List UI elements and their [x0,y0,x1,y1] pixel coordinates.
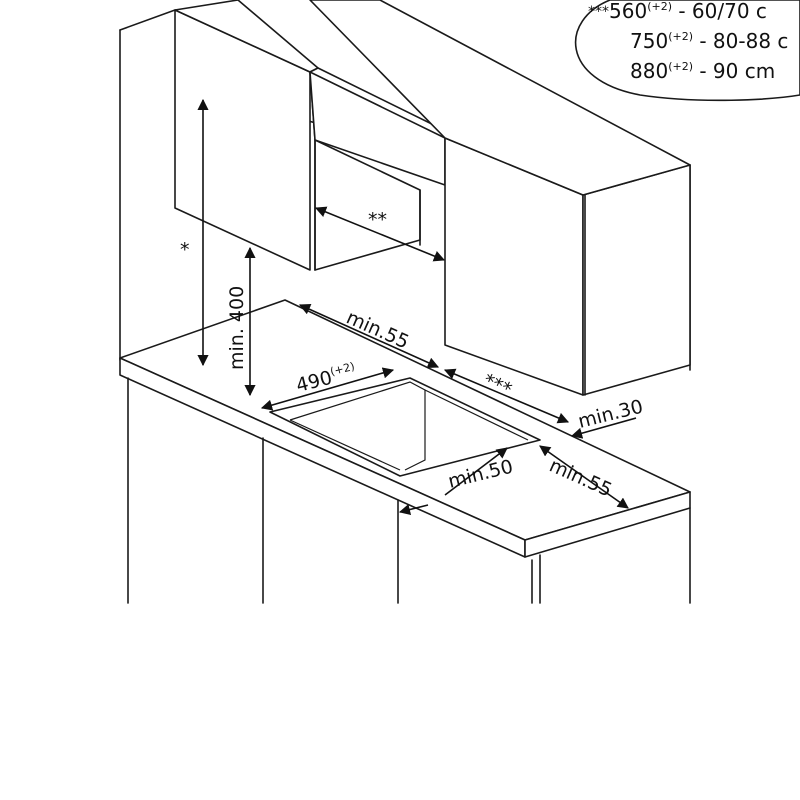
legend-marker: *** [588,4,609,20]
double-star-label: ** [368,209,387,231]
dim-star-label: * [180,239,190,261]
left-wall-cabinet [174,0,319,271]
dim-min-30: min.30 [570,396,645,439]
legend-line-2: 750(+2) - 80-88 c [630,29,788,53]
legend-line-3: 880(+2) - 90 cm [630,59,775,83]
legend-line-1: ***560(+2) - 60/70 c [588,0,767,23]
min-400-label: min. 400 [226,286,248,370]
dim-double-star: ** [314,206,446,262]
base-cabinets [127,377,691,604]
dim-min-400: min. 400 [226,246,256,397]
legend-callout: ***560(+2) - 60/70 c 750(+2) - 80-88 c 8… [574,0,800,102]
cutout-width-tolerance: (+2) [329,360,356,379]
dim-star-height: * [180,98,209,367]
min-30-label: min.30 [576,396,645,433]
right-wall-cabinet [309,0,691,396]
